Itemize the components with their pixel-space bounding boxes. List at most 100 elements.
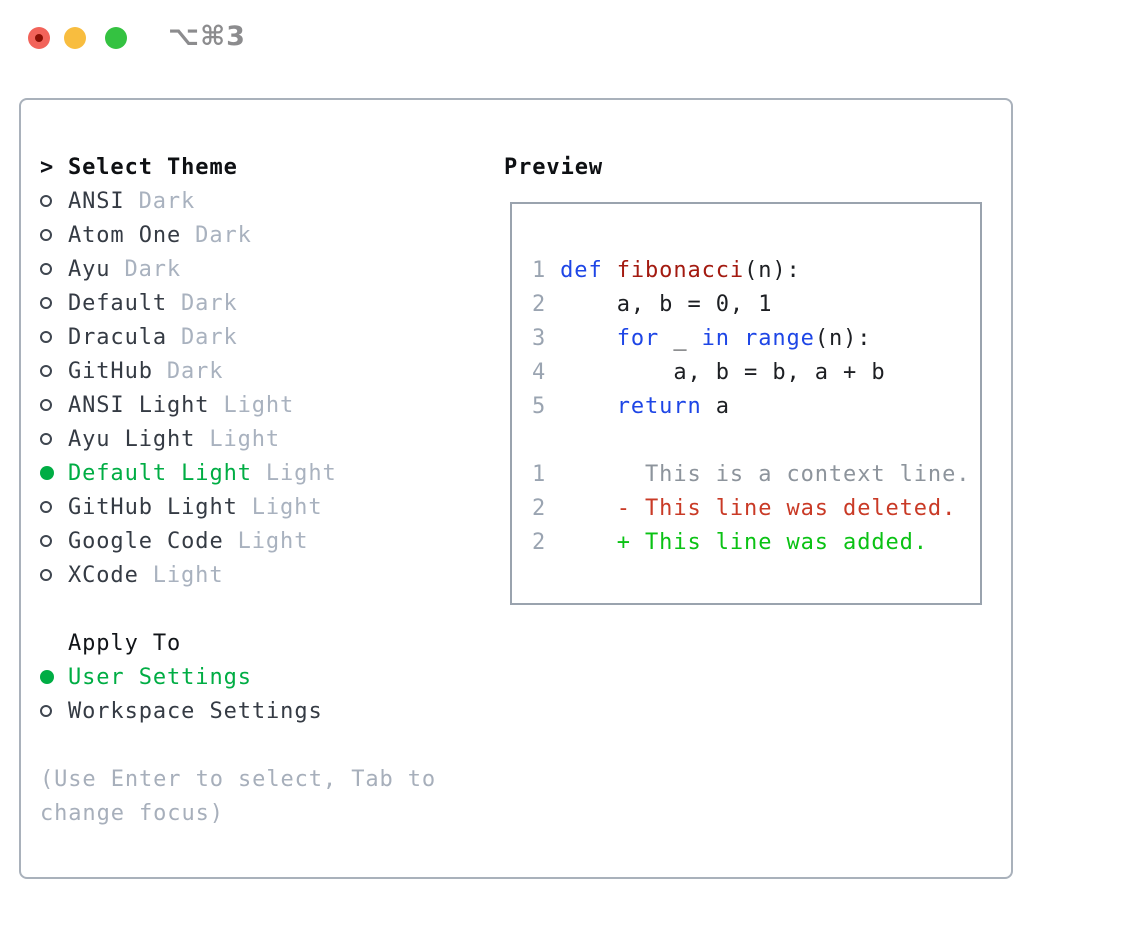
blank-line [532, 423, 980, 457]
code-line: 2 a, b = 0, 1 [532, 287, 980, 321]
code-token: fibonacci [616, 257, 745, 283]
theme-tag: Light [237, 528, 309, 554]
theme-tag: Dark [181, 290, 238, 316]
code-token: a, b = b, a + b [560, 359, 886, 385]
theme-tag: Dark [181, 324, 238, 350]
theme-name: GitHub [68, 358, 153, 384]
select-theme-label: Select Theme [68, 154, 238, 180]
apply-option-workspace-settings[interactable]: Workspace Settings [40, 694, 436, 728]
radio-icon [40, 263, 52, 275]
preview-label: Preview [504, 154, 604, 180]
theme-option-ansi-light[interactable]: ANSI Light Light [40, 388, 436, 422]
theme-option-default-dark[interactable]: Default Dark [40, 286, 436, 320]
spacer [40, 728, 436, 762]
code-token: _ [659, 325, 702, 351]
radio-icon [40, 501, 52, 513]
footer-hint-line-2: change focus) [40, 800, 224, 826]
theme-option-dracula-dark[interactable]: Dracula Dark [40, 320, 436, 354]
radio-icon [40, 297, 52, 309]
line-number: 2 [532, 291, 547, 317]
theme-name: XCode [68, 562, 139, 588]
zoom-button-icon[interactable] [105, 27, 127, 49]
code-token [560, 326, 617, 351]
radio-icon [40, 365, 52, 377]
radio-icon [40, 535, 52, 547]
theme-tag: Dark [124, 256, 182, 282]
theme-option-github-light[interactable]: GitHub Light Light [40, 490, 436, 524]
code-line: 3 for _ in range(n): [532, 321, 980, 355]
apply-option-user-settings[interactable]: User Settings [40, 660, 436, 694]
select-theme-header: > Select Theme [40, 150, 436, 184]
prompt-caret-icon: > [40, 154, 55, 180]
radio-icon [40, 399, 52, 411]
main-panel: > Select Theme ANSI Dark Atom One Dark A… [19, 98, 1013, 879]
theme-option-ansi-dark[interactable]: ANSI Dark [40, 184, 436, 218]
line-number: 1 [532, 257, 547, 283]
theme-name: Atom One [68, 222, 182, 248]
spacer [40, 592, 436, 626]
radio-icon [40, 705, 52, 717]
code-line: 4 a, b = b, a + b [532, 355, 980, 389]
footer-hint-line-1: (Use Enter to select, Tab to [40, 766, 437, 792]
close-button-icon[interactable] [28, 27, 50, 49]
code-token: (n): [744, 257, 801, 283]
diff-text: - This line was deleted. [560, 495, 957, 521]
code-token: (n): [814, 325, 872, 351]
theme-name: Dracula [68, 324, 168, 350]
code-token [730, 326, 744, 351]
theme-name: GitHub Light [68, 494, 238, 520]
radio-icon [40, 569, 52, 581]
theme-option-google-code-light[interactable]: Google Code Light [40, 524, 436, 558]
minimize-button-icon[interactable] [64, 27, 86, 49]
code-token: in [701, 325, 730, 351]
code-token: for [616, 325, 660, 351]
theme-name: Google Code [68, 528, 224, 554]
line-number: 2 [532, 529, 547, 555]
theme-name: Ayu Light [68, 426, 196, 452]
theme-list: > Select Theme ANSI Dark Atom One Dark A… [40, 150, 436, 830]
radio-selected-icon [40, 466, 54, 480]
code-line: 5 return a [532, 389, 980, 423]
code-token [603, 258, 617, 283]
titlebar: ⌥⌘3 [0, 0, 1140, 76]
theme-tag: Light [251, 494, 323, 520]
theme-option-ayu-dark[interactable]: Ayu Dark [40, 252, 436, 286]
theme-option-default-light[interactable]: Default Light Light [40, 456, 436, 490]
line-number: 4 [532, 359, 547, 385]
code-line: 1 def fibonacci(n): [532, 253, 980, 287]
radio-icon [40, 195, 52, 207]
line-number: 2 [532, 495, 547, 521]
diff-text: + This line was added. [560, 529, 928, 555]
theme-option-xcode-light[interactable]: XCode Light [40, 558, 436, 592]
apply-option-label: Workspace Settings [68, 698, 323, 724]
theme-tag: Dark [195, 222, 252, 248]
apply-to-header: Apply To [40, 626, 436, 660]
theme-tag: Light [265, 460, 337, 486]
code-token: a [701, 393, 730, 419]
theme-tag: Light [152, 562, 224, 588]
code-token: range [744, 325, 815, 351]
radio-selected-icon [40, 670, 54, 684]
theme-tag: Dark [138, 188, 196, 214]
theme-tag: Light [209, 426, 281, 452]
apply-to-label: Apply To [68, 630, 182, 656]
window-title-shortcut: ⌥⌘3 [168, 21, 246, 52]
code-token: def [560, 257, 603, 283]
diff-context-line: 1 This is a context line. [532, 457, 980, 491]
code-token [560, 394, 617, 419]
diff-deleted-line: 2 - This line was deleted. [532, 491, 980, 525]
theme-tag: Dark [166, 358, 224, 384]
radio-icon [40, 331, 52, 343]
code-token: return [616, 393, 702, 419]
theme-option-atom-one-dark[interactable]: Atom One Dark [40, 218, 436, 252]
theme-option-ayu-light[interactable]: Ayu Light Light [40, 422, 436, 456]
diff-added-line: 2 + This line was added. [532, 525, 980, 559]
theme-name: Default [68, 290, 168, 316]
theme-name: Ayu [68, 256, 111, 282]
theme-tag: Light [223, 392, 295, 418]
theme-name: Default Light [68, 460, 252, 486]
diff-text: This is a context line. [560, 461, 971, 487]
line-number: 1 [532, 461, 547, 487]
theme-option-github-dark[interactable]: GitHub Dark [40, 354, 436, 388]
